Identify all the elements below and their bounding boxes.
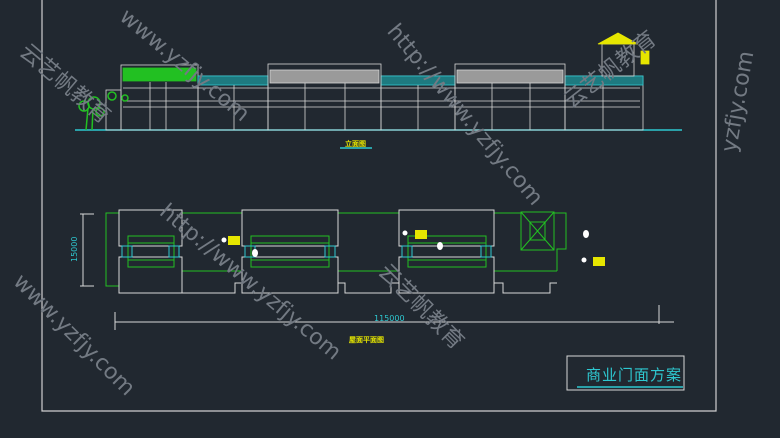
front-elevation [75, 32, 682, 149]
elevation-block-middle [267, 63, 382, 131]
depth-dimension: 15000 [70, 236, 79, 262]
elevation-label: 立面图 [345, 140, 366, 148]
roof-plan [80, 209, 674, 330]
title-block [566, 355, 685, 391]
drawing-title: 商业门面方案 [586, 366, 683, 384]
roof-plan-label: 屋面平面图 [349, 336, 384, 344]
plan-tree-symbols [228, 230, 605, 266]
drawing-frame [41, 0, 717, 412]
width-dimension: 115000 [374, 314, 405, 323]
tree-icon [78, 91, 129, 131]
elevation-block-right [454, 63, 566, 131]
